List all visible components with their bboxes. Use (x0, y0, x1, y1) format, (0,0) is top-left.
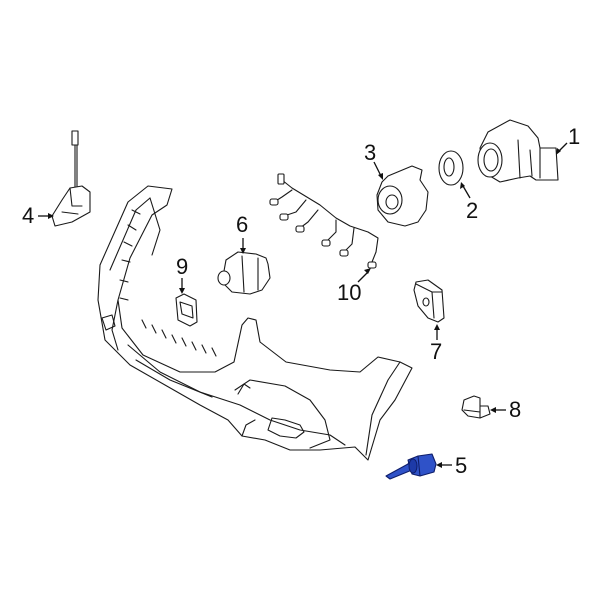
callout-4[interactable]: 4 (22, 203, 35, 228)
part-6-parking-sensor (217, 251, 271, 295)
callout-8[interactable]: 8 (509, 397, 522, 422)
part-7-bracket (413, 279, 445, 323)
part-4-bracket (51, 130, 91, 227)
part-5-pin-highlighted[interactable] (385, 453, 437, 480)
callout-6[interactable]: 6 (236, 212, 249, 237)
callout-1[interactable]: 1 (568, 124, 581, 149)
part-10-wiring-harness (269, 173, 379, 269)
callout-7[interactable]: 7 (430, 339, 443, 364)
callout-10[interactable]: 10 (337, 280, 362, 305)
leader-arrows (38, 142, 568, 468)
part-9-cap (175, 293, 198, 327)
part-3-housing (376, 165, 429, 227)
bumper-cover (97, 185, 413, 461)
part-1-parking-sensor (477, 119, 559, 183)
part-8-clip (461, 395, 491, 419)
callout-2[interactable]: 2 (466, 198, 479, 223)
callout-5[interactable]: 5 (455, 453, 468, 478)
callout-3[interactable]: 3 (364, 140, 377, 165)
callout-9[interactable]: 9 (176, 254, 189, 279)
part-2-ring (438, 150, 464, 186)
